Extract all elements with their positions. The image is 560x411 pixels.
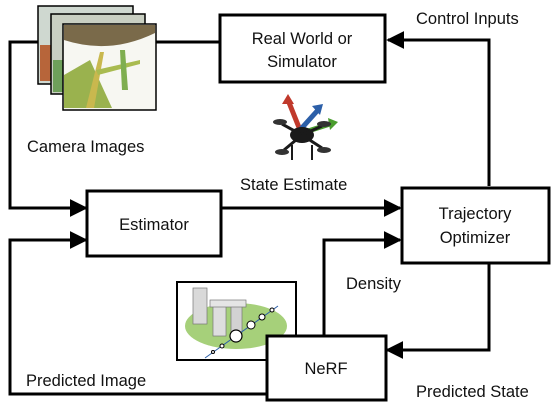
node-label-trajectory-line2: Optimizer	[440, 229, 511, 247]
label-predicted-state: Predicted State	[416, 383, 529, 401]
node-label-trajectory-line1: Trajectory	[439, 205, 512, 223]
node-label-estimator: Estimator	[119, 216, 189, 234]
edge-predicted-image	[8, 231, 266, 396]
drone-icon	[273, 94, 338, 160]
label-control-inputs: Control Inputs	[416, 10, 519, 28]
node-trajectory-optimizer: Trajectory Optimizer	[400, 186, 551, 265]
edge-density	[322, 231, 402, 335]
label-density: Density	[346, 275, 402, 293]
node-label-real-world-line1: Real World or	[252, 30, 353, 48]
node-label-nerf: NeRF	[304, 360, 347, 378]
node-estimator: Estimator	[85, 189, 223, 258]
node-label-real-world-line2: Simulator	[267, 53, 337, 71]
label-state-estimate: State Estimate	[240, 176, 347, 194]
node-nerf: NeRF	[265, 334, 388, 402]
edge-control-inputs	[386, 31, 491, 186]
label-predicted-image: Predicted Image	[26, 372, 146, 390]
label-camera-images: Camera Images	[27, 138, 144, 156]
edge-predicted-state	[385, 262, 491, 359]
node-real-world-simulator: Real World or Simulator	[218, 13, 387, 84]
camera-images-icon	[37, 5, 157, 111]
edge-camera-images	[8, 40, 88, 217]
